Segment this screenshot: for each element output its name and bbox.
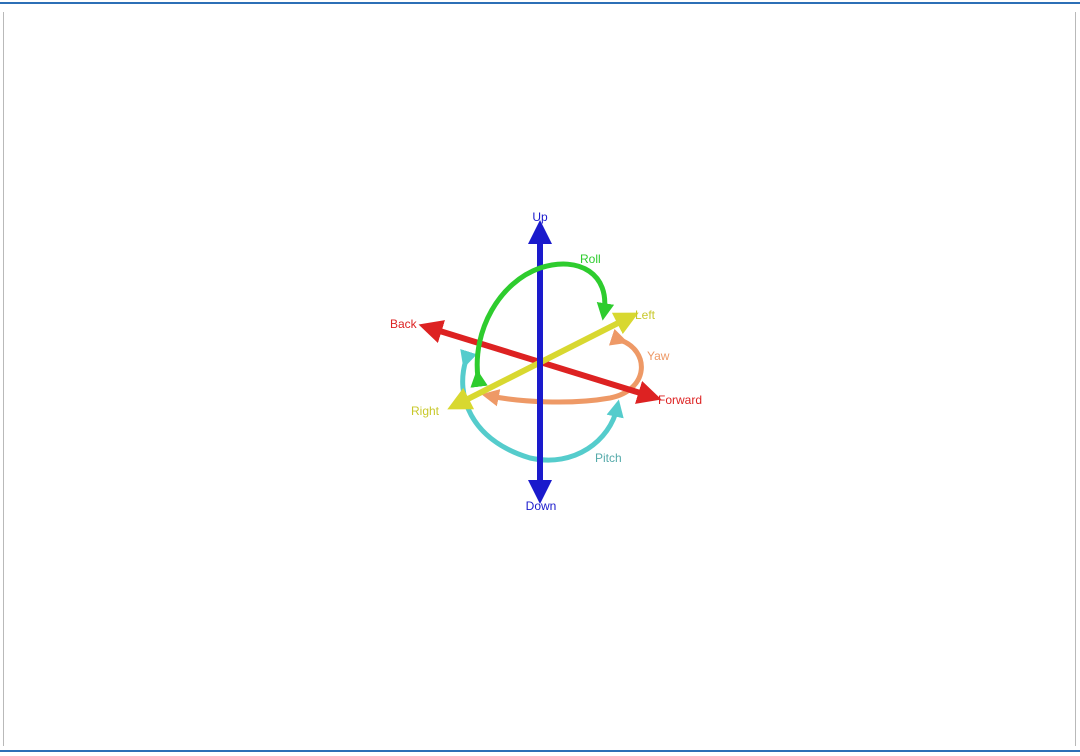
label-forward: Forward [658,393,702,407]
label-down: Down [526,499,557,513]
label-yaw: Yaw [647,349,670,363]
label-up: Up [532,210,548,224]
label-roll: Roll [580,252,601,266]
label-back: Back [390,317,418,331]
label-pitch: Pitch [595,451,622,465]
label-left: Left [635,308,656,322]
top-border [0,2,1080,4]
label-right: Right [411,404,440,418]
roll-rotation-arrow [470,261,615,388]
bottom-border [0,750,1080,752]
right-border [1075,12,1076,746]
left-border [3,12,4,746]
